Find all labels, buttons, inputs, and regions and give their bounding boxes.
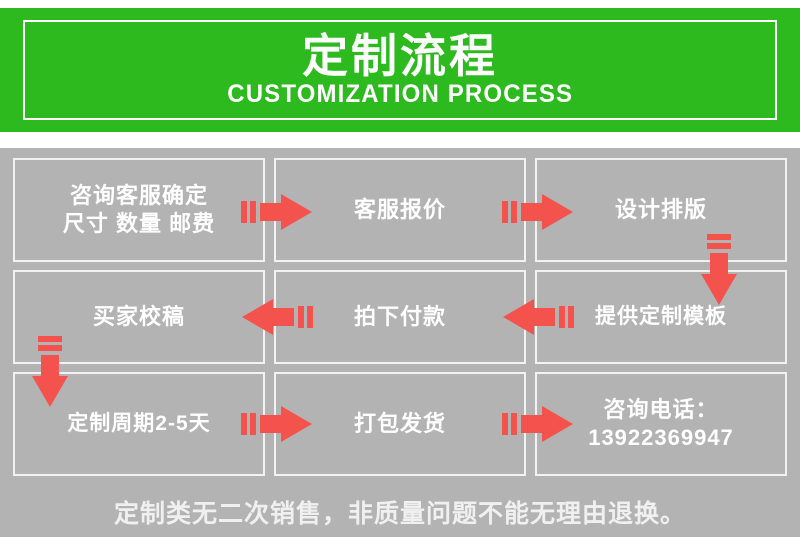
flow-step-7-label: 定制周期2-5天 [67,411,211,435]
flow-step-7: 定制周期2-5天 [13,372,265,476]
flow-step-4: 买家校稿 [13,270,265,364]
flow-step-5-label: 拍下付款 [353,303,446,329]
flow-step-9: 咨询电话： 13922369947 [535,372,787,476]
flow-step-1: 咨询客服确定 尺寸 数量 邮费 [13,158,265,262]
flow-step-9-label: 咨询电话： 13922369947 [588,396,734,450]
flow-step-8-label: 打包发货 [353,410,446,436]
page-subtitle: CUSTOMIZATION PROCESS [227,79,573,108]
page-title: 定制流程 [302,30,498,83]
flow-step-2: 客服报价 [274,158,526,262]
flow-step-6-label: 提供定制模板 [595,304,727,328]
flow-step-4-label: 买家校稿 [92,303,185,329]
flow-step-1-label: 咨询客服确定 尺寸 数量 邮费 [62,182,216,236]
header-banner: 定制流程 CUSTOMIZATION PROCESS [0,8,800,132]
footer-disclaimer: 定制类无二次销售，非质量问题不能无理由退换。 [113,500,686,528]
header-banner-frame: 定制流程 CUSTOMIZATION PROCESS [23,20,777,120]
process-flow-grid: 咨询客服确定 尺寸 数量 邮费 客服报价 设计排版 买家校稿 拍下付款 提供定制… [13,158,787,528]
flow-step-5: 拍下付款 [274,270,526,364]
flow-step-6: 提供定制模板 [535,270,787,364]
flow-step-3-label: 设计排版 [614,196,707,222]
flow-step-2-label: 客服报价 [353,196,446,222]
process-panel: 咨询客服确定 尺寸 数量 邮费 客服报价 设计排版 买家校稿 拍下付款 提供定制… [0,148,800,537]
flow-step-3: 设计排版 [535,158,787,262]
flow-step-8: 打包发货 [274,372,526,476]
